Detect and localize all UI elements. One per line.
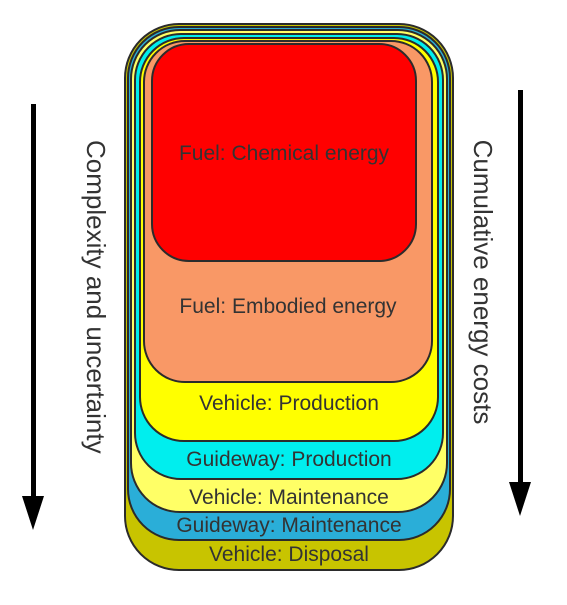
right-arrow-shaft <box>518 90 523 484</box>
label-vehicle-disposal: Vehicle: Disposal <box>209 543 369 566</box>
label-vehicle-production: Vehicle: Production <box>199 392 379 415</box>
label-fuel-chemical: Fuel: Chemical energy <box>178 142 390 165</box>
label-vehicle-maintenance: Vehicle: Maintenance <box>189 486 389 509</box>
label-guideway-production: Guideway: Production <box>186 448 392 471</box>
label-fuel-embodied: Fuel: Embodied energy <box>179 295 397 318</box>
layer-fuel-chemical: Fuel: Chemical energy <box>151 43 417 262</box>
left-axis-label: Complexity and uncertainty <box>81 140 111 454</box>
left-arrow-head <box>22 496 44 530</box>
right-arrow-head <box>509 482 531 516</box>
right-axis-label: Cumulative energy costs <box>468 139 498 425</box>
label-guideway-maintenance: Guideway: Maintenance <box>176 514 402 537</box>
left-arrow-shaft <box>31 104 36 498</box>
